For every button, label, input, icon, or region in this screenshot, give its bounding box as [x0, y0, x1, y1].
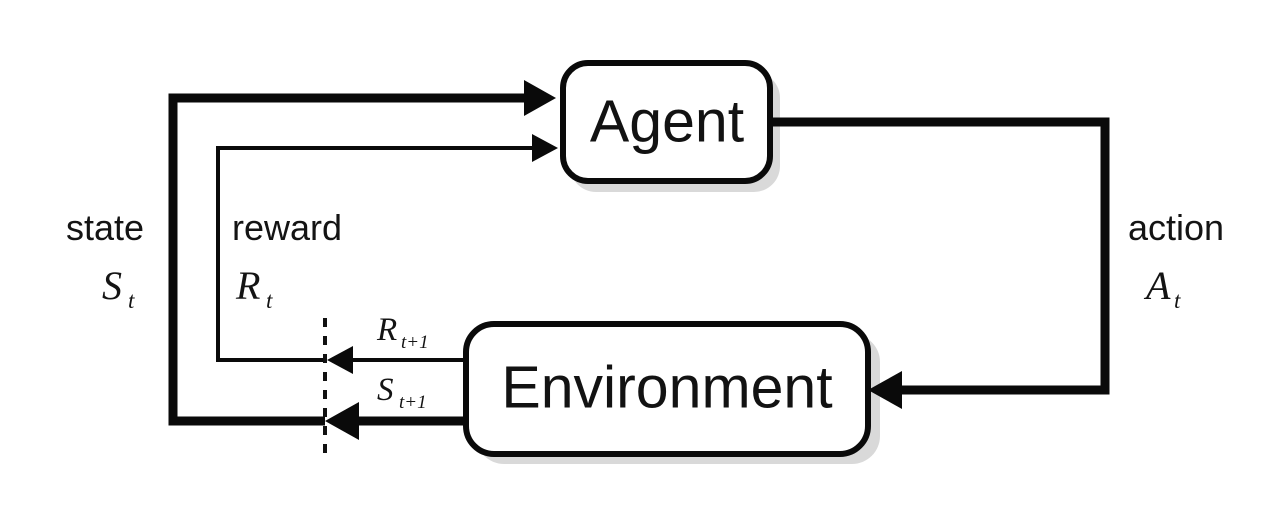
environment-box-label: Environment — [501, 355, 832, 421]
state-feedback-arrowhead — [524, 80, 556, 116]
reward-next-label-symbol: R — [376, 312, 397, 348]
reward-next-arrowhead — [327, 346, 353, 374]
state-label-text: state — [66, 207, 144, 248]
environment-box[interactable] — [463, 321, 871, 457]
action-label-symbol: A — [1143, 263, 1171, 308]
reward-next-label-subscript: t+1 — [401, 332, 429, 353]
reward-label-symbol: R — [235, 263, 260, 308]
reward-feedback-path — [216, 146, 540, 362]
state-next-label-symbol: S — [377, 372, 394, 408]
reward-feedback-arrowhead — [532, 134, 558, 162]
action-forward-path — [770, 117, 1110, 395]
agent-box[interactable] — [560, 60, 773, 184]
agent-box-label: Agent — [590, 89, 744, 155]
action-label-subscript: t — [1174, 288, 1181, 313]
action-forward-arrowhead — [868, 371, 902, 409]
state-label-symbol: S — [102, 263, 122, 308]
state-next-arrowhead — [325, 402, 359, 440]
state-label-subscript: t — [128, 288, 135, 313]
state-feedback-path — [168, 93, 536, 426]
reward-label-text: reward — [232, 207, 342, 248]
action-label-text: action — [1128, 207, 1224, 248]
reward-label-subscript: t — [266, 288, 273, 313]
state-next-label-subscript: t+1 — [399, 392, 427, 413]
